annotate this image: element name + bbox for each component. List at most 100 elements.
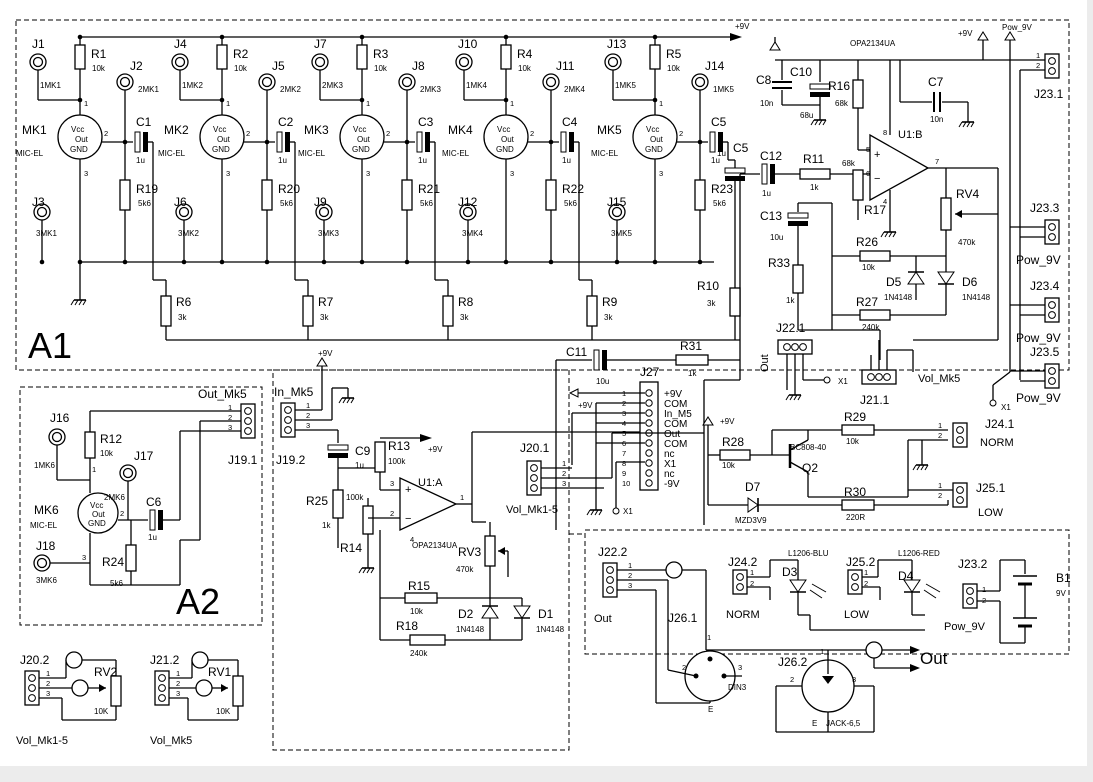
mic-gnd: GND xyxy=(352,145,370,154)
rsum-value: 3k xyxy=(707,299,716,308)
svg-text:9: 9 xyxy=(622,469,626,478)
mic-gnd-jack-label: 3MK1 xyxy=(36,229,57,238)
r14-value: 100k xyxy=(346,493,364,502)
rv4-value: 470k xyxy=(958,238,976,247)
svg-text:2: 2 xyxy=(386,129,390,138)
mic-model: MIC-EL xyxy=(442,149,470,158)
mic-jack-ref: J10 xyxy=(458,37,478,51)
j21-1-ref: J21.1 xyxy=(860,393,890,407)
j27-pin-label: -9V xyxy=(664,479,680,490)
mic-out-jack-label: 2MK1 xyxy=(138,85,159,94)
cap-ref: C2 xyxy=(278,115,294,129)
svg-text:2: 2 xyxy=(530,129,534,138)
svg-text:1: 1 xyxy=(562,459,566,468)
svg-text:2: 2 xyxy=(390,509,394,518)
c12-value: 1u xyxy=(762,189,771,198)
mic-out-jack-label: 2MK3 xyxy=(420,85,441,94)
mic-model: MIC-EL xyxy=(298,149,326,158)
svg-text:+: + xyxy=(405,484,411,496)
r26-value: 10k xyxy=(862,263,876,272)
d7-value: MZD3V9 xyxy=(735,516,767,525)
svg-text:1: 1 xyxy=(228,403,232,412)
j27-pin-label: nc xyxy=(664,449,675,460)
c7-value: 10n xyxy=(930,115,943,124)
mic-channels: R110kJ11MK1VccOutGNDMK1MIC-EL123J22MK1C1… xyxy=(16,34,749,340)
j27-pin-label: In_M5 xyxy=(664,409,692,420)
mic-jack-label: 1MK4 xyxy=(466,81,487,90)
j27-pin-label: Out xyxy=(664,429,680,440)
svg-text:2: 2 xyxy=(306,411,310,420)
svg-text:2: 2 xyxy=(938,431,942,440)
j23-2-ref: J23.2 xyxy=(958,557,988,571)
block-a2-label: A2 xyxy=(176,581,220,622)
mic-vcc: Vcc xyxy=(71,125,84,134)
mic-out: Out xyxy=(357,135,371,144)
j27-ref: J27 xyxy=(640,365,660,379)
mic-out: Out xyxy=(650,135,664,144)
r24-ref: R24 xyxy=(102,555,124,569)
vol-mk5-label: Vol_Mk5 xyxy=(918,373,960,385)
svg-text:7: 7 xyxy=(622,449,626,458)
mic-model: MIC-EL xyxy=(16,149,44,158)
c12-ref: C12 xyxy=(760,149,782,163)
out-vol-connectors: J22.1 Out X1 J21.1 Vol_Mk5 xyxy=(759,321,960,407)
rbias-ref: R5 xyxy=(666,47,682,61)
x1-j27: X1 xyxy=(623,507,633,516)
r14-ref: R14 xyxy=(340,541,362,555)
in-mk5-connector: In_Mk5 J19.2 123 +9V xyxy=(274,349,355,467)
rload-ref: R19 xyxy=(136,182,158,196)
rbias-value: 10k xyxy=(518,64,532,73)
cap5-value: 1u xyxy=(717,149,726,158)
c7-ref: C7 xyxy=(928,75,944,89)
r11-ref: R11 xyxy=(803,152,824,166)
j27-pin-label: COM xyxy=(664,399,687,410)
j27-vcc-label: +9V xyxy=(578,401,593,410)
j16-label: 1MK6 xyxy=(34,461,55,470)
mic-gnd-jack-label: 3MK3 xyxy=(318,229,339,238)
svg-text:3: 3 xyxy=(366,169,370,178)
j23-3-pow: Pow_9V xyxy=(1016,253,1061,267)
j27-pin-label: nc xyxy=(664,469,675,480)
rv2-value: 10K xyxy=(94,707,109,716)
mk6-model: MIC-EL xyxy=(30,521,58,530)
switch-block: +9V R28 10k R29 10k Q2 BC808-40 D7 MZD3V… xyxy=(702,410,1014,525)
svg-text:4: 4 xyxy=(410,535,414,544)
r30-ref: R30 xyxy=(844,485,866,499)
r28-ref: R28 xyxy=(722,435,744,449)
r16-value: 68k xyxy=(835,99,849,108)
svg-text:1: 1 xyxy=(84,99,88,108)
d1-value: 1N4148 xyxy=(536,625,565,634)
mic-vcc: Vcc xyxy=(646,125,659,134)
cap-value: 1u xyxy=(136,156,145,165)
block-a2-frame xyxy=(19,386,263,626)
rload-ref: R21 xyxy=(418,182,440,196)
cap5-ref: C5 xyxy=(733,141,749,155)
j27-pin-label: X1 xyxy=(664,459,677,470)
mic-vcc: Vcc xyxy=(497,125,510,134)
r29-ref: R29 xyxy=(844,410,866,424)
rv2-ref: RV2 xyxy=(94,665,117,679)
j23-4-pow: Pow_9V xyxy=(1016,331,1061,345)
svg-text:2: 2 xyxy=(750,579,754,588)
jack-label: JACK-6,5 xyxy=(826,719,861,728)
d5-ref: D5 xyxy=(886,275,902,289)
output-board-frame xyxy=(584,529,1070,655)
din-label: DIN3 xyxy=(728,683,747,692)
j18-ref: J18 xyxy=(36,539,56,553)
mic-channel: R110kJ11MK1VccOutGNDMK1MIC-EL123J22MK1C1… xyxy=(16,34,192,340)
j17-label: 2MK6 xyxy=(104,493,125,502)
cap-value: 1u xyxy=(418,156,427,165)
cap-ref: C5 xyxy=(711,115,727,129)
opamp-a-label: U1:A xyxy=(418,477,443,489)
q2-value: BC808-40 xyxy=(790,443,827,452)
pow-label-top: Pow_9V xyxy=(1002,23,1032,32)
block-a1-label: A1 xyxy=(28,325,72,366)
j19-2-ref: J19.2 xyxy=(276,453,306,467)
rload-value: 5k6 xyxy=(713,199,726,208)
r16-ref: R16 xyxy=(828,79,850,93)
vol-mk1-5-label: Vol_Mk1-5 xyxy=(506,504,558,516)
j25-1-ref: J25.1 xyxy=(976,481,1006,495)
b1-value: 9V xyxy=(1056,589,1066,598)
rload-value: 5k6 xyxy=(138,199,151,208)
